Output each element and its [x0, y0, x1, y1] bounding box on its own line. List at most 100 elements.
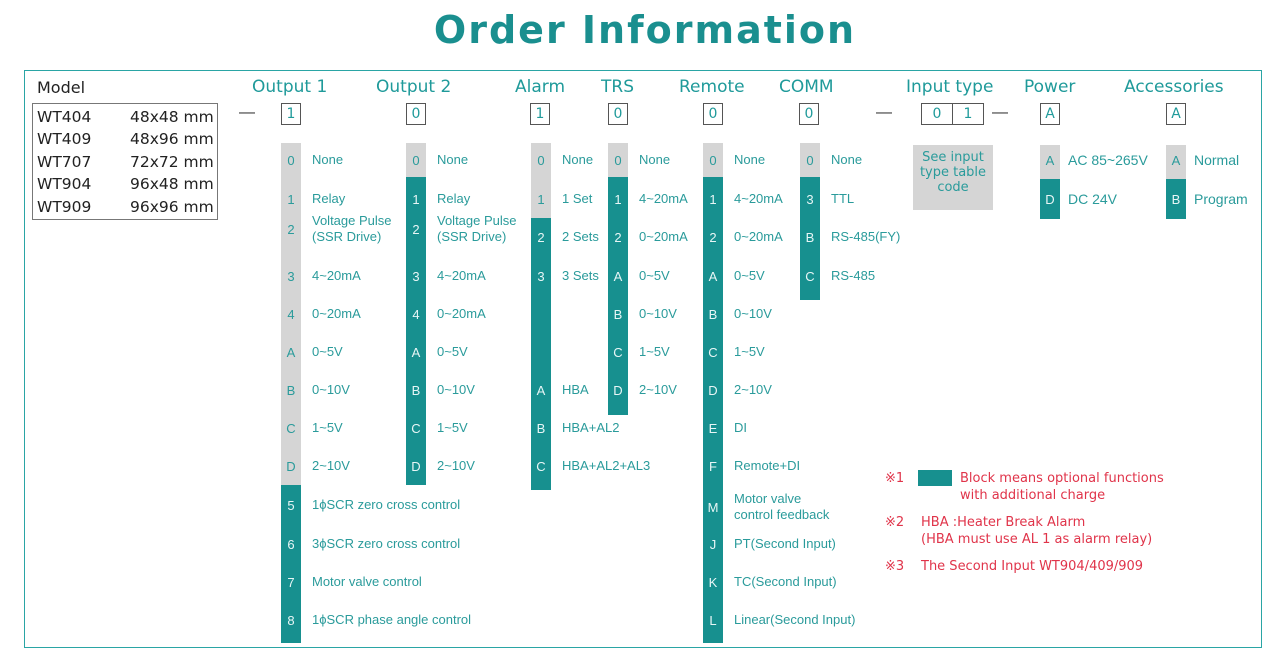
- code-box-output2: 0: [406, 103, 426, 125]
- output2-option-code: C: [411, 421, 421, 436]
- comm-option-label: None: [831, 152, 863, 167]
- output1-option-code: 7: [287, 575, 295, 590]
- output1-option-code: 3: [287, 269, 295, 284]
- output1-option-label: 0~5V: [312, 344, 343, 359]
- output2-standard-strip: [406, 143, 426, 177]
- power-optional-strip: [1040, 179, 1060, 219]
- comm-standard-strip: [800, 143, 820, 177]
- model-name: WT409: [37, 130, 92, 149]
- header-comm: COMM: [779, 77, 834, 97]
- remote-option-label: 0~10V: [734, 306, 772, 321]
- option-label-line: Motor valve: [734, 491, 802, 506]
- trs-option-label: None: [639, 152, 671, 167]
- note-text: HBA :Heater Break Alarm: [921, 515, 1086, 530]
- trs-option-label: 1~5V: [639, 344, 670, 359]
- alarm-option-label: None: [562, 152, 594, 167]
- output1-option-code: 4: [287, 307, 295, 322]
- alarm-option-code: 2: [537, 230, 545, 245]
- comm-option-label: RS-485(FY): [831, 229, 901, 244]
- model-size: 72x72 mm: [130, 152, 214, 171]
- remote-option-code: F: [709, 459, 717, 474]
- trs-option-code: 1: [614, 192, 622, 207]
- remote-option-label: DI: [734, 420, 747, 435]
- output2-option-code: 0: [412, 153, 420, 168]
- remote-option-label: 4~20mA: [734, 191, 783, 206]
- trs-optional-strip: [608, 177, 628, 415]
- model-size: 96x96 mm: [130, 197, 214, 216]
- model-size: 48x96 mm: [130, 130, 214, 149]
- note-mark: ※1: [885, 471, 905, 486]
- trs-option-code: 2: [614, 230, 622, 245]
- output1-option-label: Voltage Pulse(SSR Drive): [312, 213, 392, 245]
- trs-option-label: 2~10V: [639, 382, 677, 397]
- option-label-line: Voltage Pulse: [312, 213, 392, 228]
- code-box-input-type-2: 1: [952, 103, 984, 125]
- output2-option-label: 2~10V: [437, 458, 475, 473]
- remote-optional-strip: [703, 177, 723, 643]
- output1-option-label: 2~10V: [312, 458, 350, 473]
- comm-optional-strip: [800, 177, 820, 300]
- output1-standard-strip: [281, 143, 301, 485]
- note-mark: ※2: [885, 515, 905, 530]
- comm-option-code: B: [805, 230, 815, 245]
- alarm-option-label: 2 Sets: [562, 229, 599, 244]
- dash-separator: —: [876, 104, 892, 121]
- model-header: Model: [37, 78, 86, 97]
- power-option-code: D: [1045, 192, 1055, 207]
- output1-option-label: 0~20mA: [312, 306, 361, 321]
- input-type-line: type table: [919, 165, 987, 180]
- optional-block-swatch: [918, 470, 952, 486]
- alarm-option-code: 0: [537, 153, 545, 168]
- remote-option-code: D: [708, 383, 718, 398]
- trs-option-code: D: [613, 383, 623, 398]
- alarm-option-code: A: [536, 383, 546, 398]
- output1-option-code: 2: [287, 222, 295, 237]
- output1-option-code: A: [286, 345, 296, 360]
- comm-option-code: 3: [806, 192, 814, 207]
- output2-option-code: 4: [412, 307, 420, 322]
- option-label-line: control feedback: [734, 507, 830, 522]
- trs-option-code: 0: [614, 153, 622, 168]
- alarm-option-label: 3 Sets: [562, 268, 599, 283]
- header-output1: Output 1: [252, 77, 328, 97]
- output1-option-label: None: [312, 152, 344, 167]
- output2-option-label: Relay: [437, 191, 471, 206]
- trs-option-label: 0~5V: [639, 268, 670, 283]
- model-size: 48x48 mm: [130, 108, 214, 126]
- model-row: WT909 96x96 mm: [37, 196, 217, 218]
- remote-option-code: 2: [709, 230, 717, 245]
- code-box-power: A: [1040, 103, 1060, 125]
- alarm-option-code: 1: [537, 192, 545, 207]
- option-label-line: (SSR Drive): [437, 229, 507, 244]
- output2-option-code: 3: [412, 269, 420, 284]
- remote-option-code: M: [707, 500, 719, 515]
- output2-option-code: 2: [412, 222, 420, 237]
- accessories-option-code: B: [1171, 192, 1181, 207]
- output1-option-code: 6: [287, 537, 295, 552]
- output2-option-label: 4~20mA: [437, 268, 486, 283]
- remote-standard-strip: [703, 143, 723, 177]
- trs-standard-strip: [608, 143, 628, 177]
- output2-option-code: B: [411, 383, 421, 398]
- model-name: WT404: [37, 108, 92, 126]
- page-title: Order Information: [433, 8, 857, 52]
- power-option-label: AC 85~265V: [1068, 152, 1148, 168]
- output2-optional-strip: [406, 177, 426, 485]
- header-trs: TRS: [601, 77, 634, 97]
- output2-option-label: 0~5V: [437, 344, 468, 359]
- model-name: WT909: [37, 197, 92, 216]
- trs-option-code: B: [613, 307, 623, 322]
- alarm-optional-strip: [531, 218, 551, 490]
- output1-option-label: Motor valve control: [312, 574, 422, 589]
- trs-option-label: 4~20mA: [639, 191, 688, 206]
- header-accessories: Accessories: [1124, 77, 1224, 97]
- note-mark: ※3: [885, 559, 905, 574]
- output1-option-label: 1ϕSCR phase angle control: [312, 612, 472, 627]
- alarm-option-label: HBA+AL2+AL3: [562, 458, 651, 473]
- output1-option-label: 0~10V: [312, 382, 350, 397]
- model-name: WT707: [37, 152, 92, 171]
- alarm-option-code: 3: [537, 269, 545, 284]
- remote-option-label: None: [734, 152, 766, 167]
